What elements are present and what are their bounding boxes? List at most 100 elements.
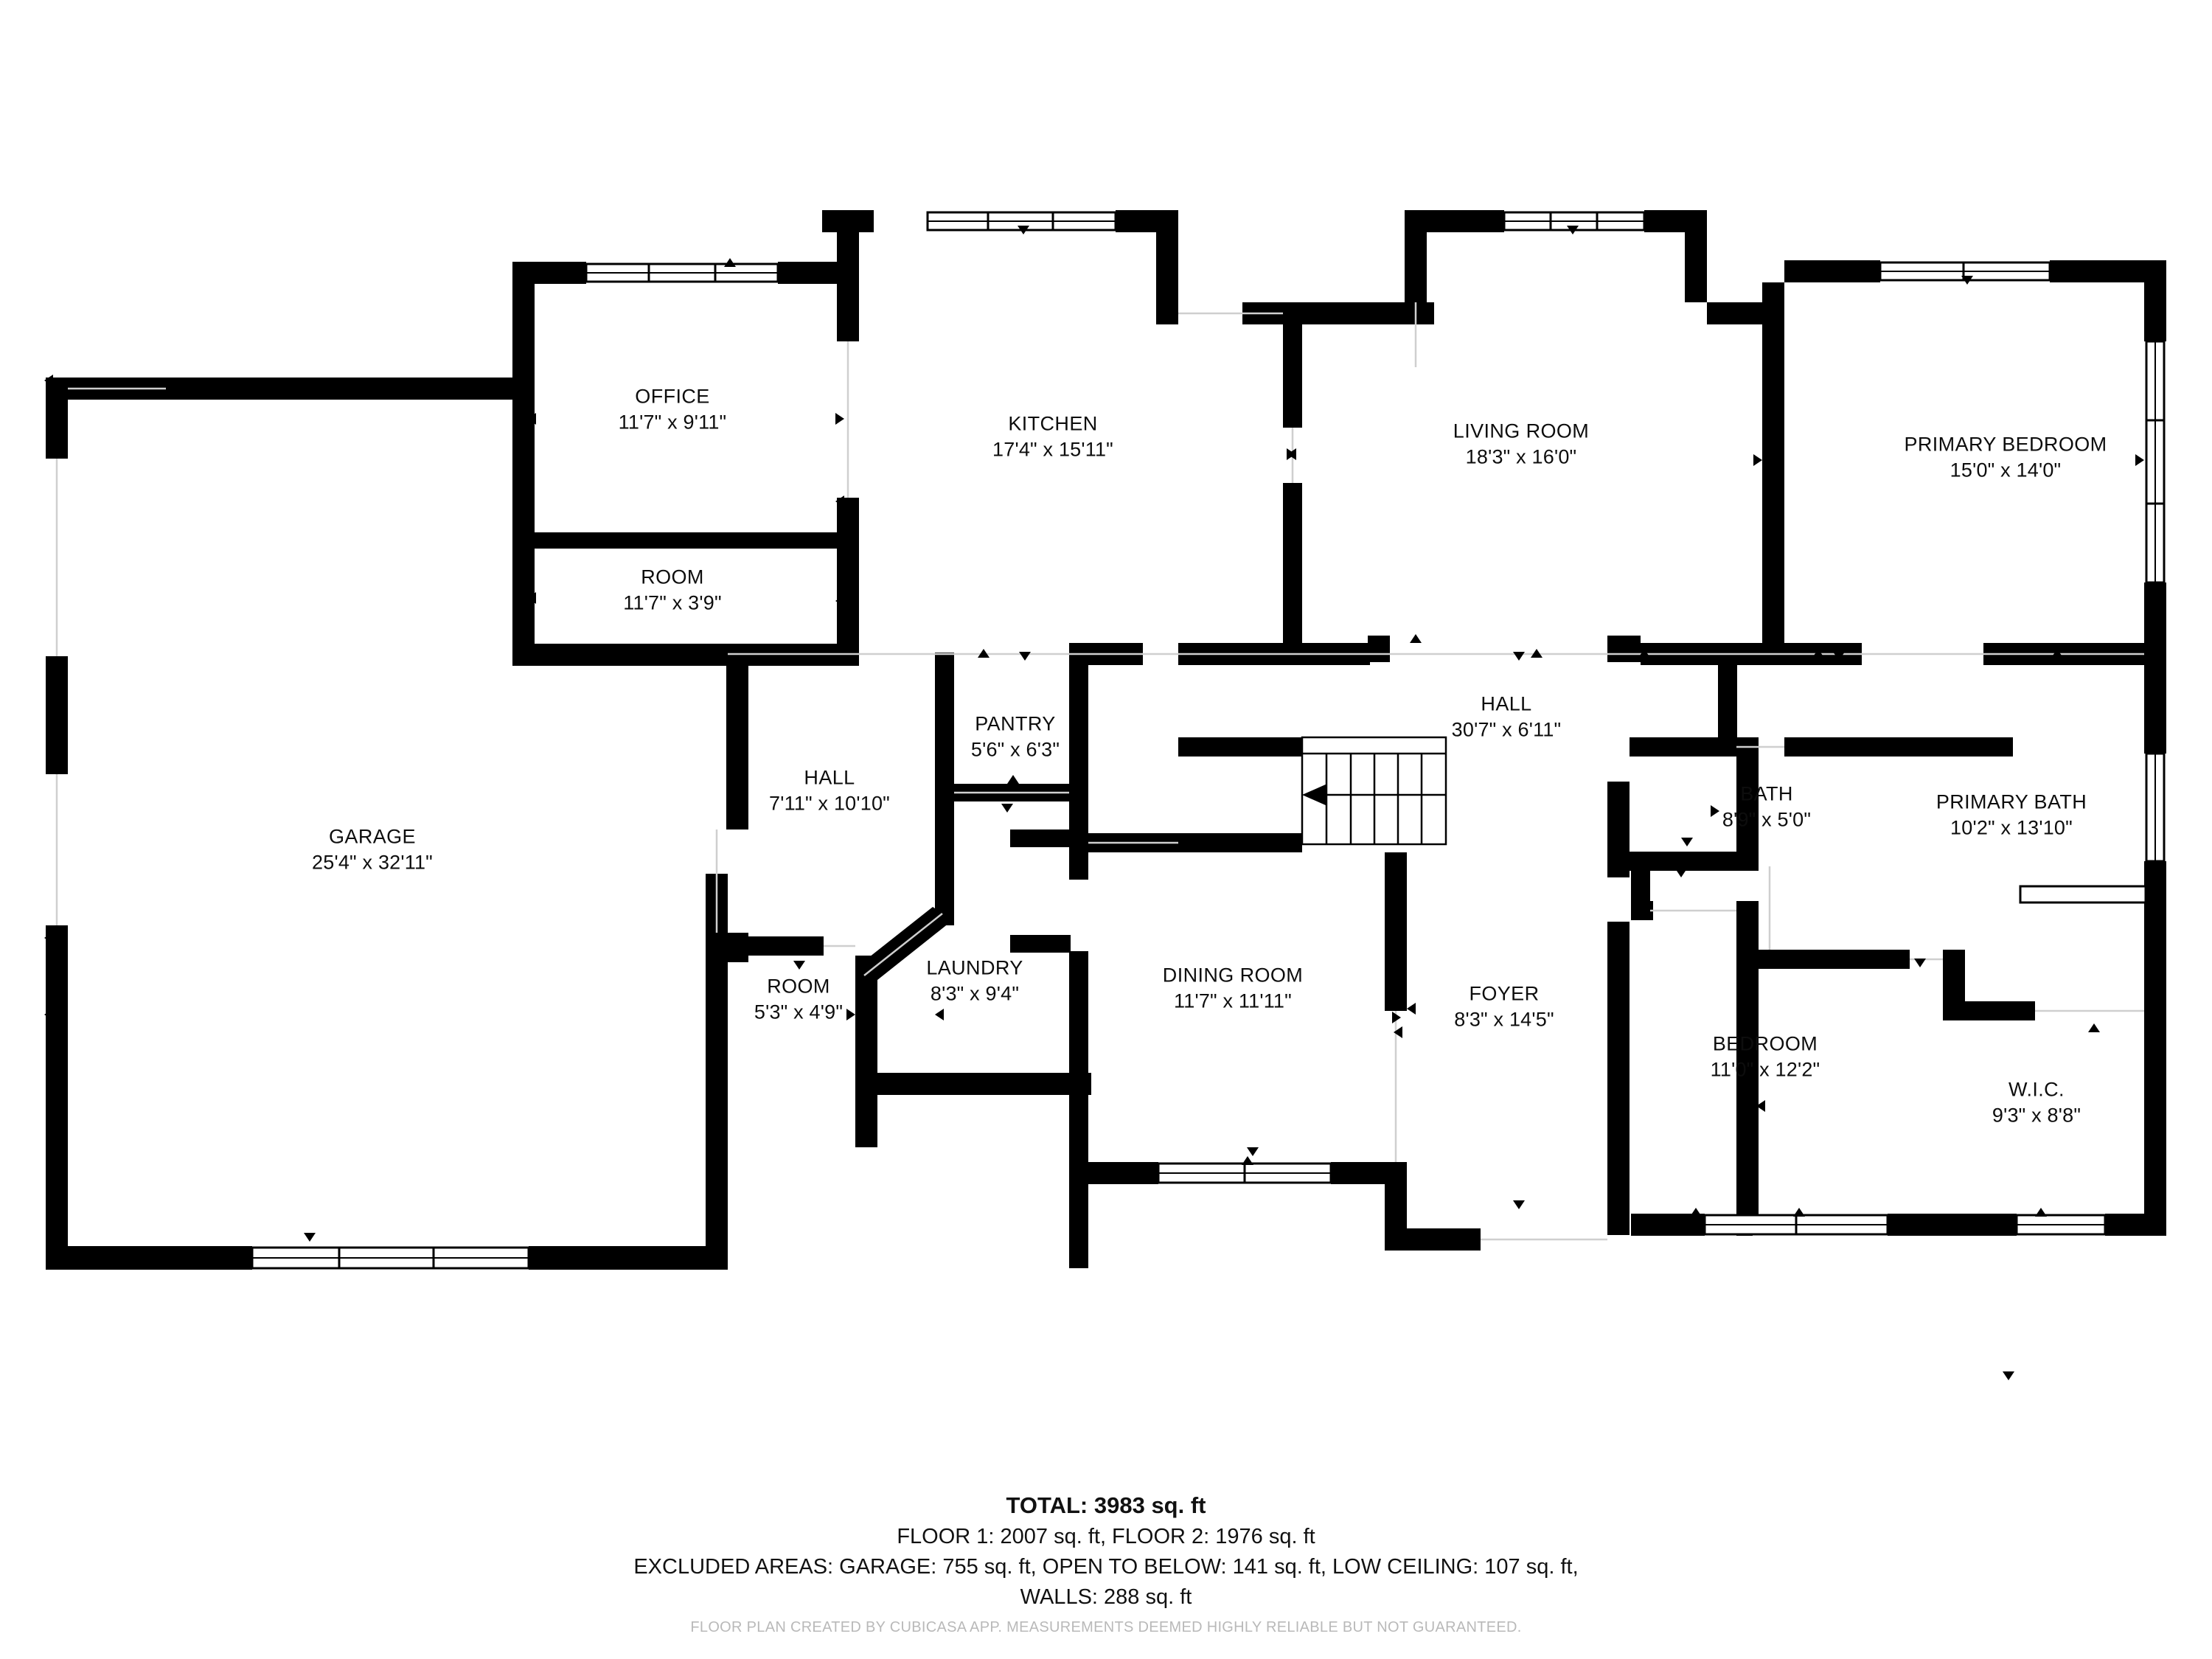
door-marker xyxy=(2051,649,2063,658)
window-kitchen-top xyxy=(926,211,1117,232)
wall-smallroom-right xyxy=(855,956,877,1147)
wall-pbath-top xyxy=(1873,737,2013,757)
door-marker xyxy=(1242,1156,1253,1165)
wall-pbed-left xyxy=(1762,282,1784,653)
door-marker xyxy=(945,769,954,781)
window-wic-bottom xyxy=(2015,1214,2107,1236)
door-marker xyxy=(1914,959,1926,967)
door-marker-group xyxy=(44,226,2144,1380)
wall-office-right xyxy=(837,262,859,341)
door-marker xyxy=(1619,1003,1628,1015)
door-marker xyxy=(1407,1003,1416,1015)
door-marker xyxy=(44,932,53,944)
fixture-pbath-counter xyxy=(2019,885,2147,904)
wall-pantry-left-lower xyxy=(935,800,954,925)
wall-office-top-left xyxy=(512,262,586,284)
wall-bath-top-left xyxy=(1630,737,1736,757)
wall-pbath-right-lower xyxy=(2144,861,2166,1020)
door-marker xyxy=(1812,649,1824,658)
wall-closet-bottom-right xyxy=(1736,901,1759,920)
total-area-line: TOTAL: 3983 sq. ft xyxy=(1006,1492,1206,1518)
window-office-top xyxy=(585,262,779,283)
wall-wic-bottom-left xyxy=(1958,1214,2017,1236)
wall-smallroom-left xyxy=(728,936,824,956)
door-marker xyxy=(1681,861,1693,870)
door-marker xyxy=(1007,775,1019,784)
wall-foyer-right-mid xyxy=(1607,922,1630,1235)
wall-living-right-vert xyxy=(1685,210,1707,302)
door-marker xyxy=(835,413,844,425)
wall-bedroom-bottom-left xyxy=(1631,1214,1705,1236)
door-marker xyxy=(846,1009,855,1020)
floor-breakdown-line: FLOOR 1: 2007 sq. ft, FLOOR 2: 1976 sq. … xyxy=(897,1525,1315,1549)
area-summary: TOTAL: 3983 sq. ft FLOOR 1: 2007 sq. ft,… xyxy=(0,1489,2212,1613)
wall-laundry-closet-bottom xyxy=(1010,935,1071,953)
door-marker xyxy=(1001,804,1013,813)
wall-office-room-divider xyxy=(512,532,859,549)
wall-bath-bottom xyxy=(1630,852,1759,871)
door-marker xyxy=(2003,1371,2014,1380)
door-marker xyxy=(1410,634,1422,643)
wall-column-stub-a xyxy=(1368,636,1390,662)
excluded-areas-line-2: WALLS: 288 sq. ft xyxy=(1020,1585,1192,1610)
door-marker xyxy=(1019,652,1031,661)
door-marker xyxy=(978,649,990,658)
door-marker xyxy=(728,765,737,777)
door-marker xyxy=(1513,652,1525,661)
disclaimer-text: FLOOR PLAN CREATED BY CUBICASA APP. MEAS… xyxy=(690,1619,1522,1635)
door-marker xyxy=(1793,1208,1805,1217)
door-marker xyxy=(793,942,805,951)
wall-garage-left-bottom xyxy=(46,925,68,1265)
door-marker xyxy=(1610,1054,1619,1066)
wall-kitchen-right-upper xyxy=(1156,210,1178,324)
wall-kitchen-column xyxy=(1283,324,1302,428)
door-marker xyxy=(1737,805,1746,817)
door-marker xyxy=(304,1233,316,1242)
wall-hall-stub-square xyxy=(1607,636,1630,662)
door-marker xyxy=(1567,226,1579,234)
door-marker xyxy=(1764,454,1773,466)
door-marker xyxy=(1071,726,1079,738)
door-marker xyxy=(1711,805,1719,817)
window-pbath-right xyxy=(2145,752,2166,863)
door-marker xyxy=(2035,1208,2047,1217)
wall-garage-bottom-right xyxy=(529,1246,728,1270)
wall-pbath-right-upper xyxy=(2144,665,2166,754)
wall-garage-right xyxy=(706,874,728,1270)
wall-wic-right xyxy=(2144,1020,2166,1236)
door-marker xyxy=(1247,1147,1259,1156)
door-marker xyxy=(2135,454,2144,466)
door-marker xyxy=(1961,276,1973,285)
door-marker xyxy=(1737,1056,1746,1068)
wall-bedroom-bottom-right xyxy=(1888,1214,1958,1236)
window-bedroom-bottom xyxy=(1703,1214,1889,1236)
wall-foyer-right-upper xyxy=(1607,782,1630,877)
door-marker xyxy=(302,385,314,394)
wall-bath-left-vert xyxy=(1718,653,1737,740)
wall-pbed-right-upper xyxy=(2144,260,2166,341)
wall-wic-bottom-right xyxy=(2105,1214,2166,1236)
wall-laundry-closet-top xyxy=(1010,830,1071,847)
window-garage-bottom xyxy=(251,1246,530,1270)
window-dining-bottom xyxy=(1157,1162,1332,1184)
wall-laundry-right xyxy=(1069,784,1088,880)
door-marker xyxy=(1753,454,1762,466)
window-living-top xyxy=(1503,211,1646,232)
wall-kitchen-column-lower xyxy=(1283,483,1302,653)
wall-office-left xyxy=(512,262,535,660)
wall-hall-left xyxy=(726,653,748,830)
door-marker xyxy=(724,258,736,267)
door-marker xyxy=(1531,649,1543,658)
wall-pantry-right xyxy=(1069,653,1088,793)
door-marker xyxy=(1513,1200,1525,1209)
door-marker xyxy=(1833,652,1845,661)
window-pbedroom-right xyxy=(2145,340,2166,584)
door-marker xyxy=(1675,869,1687,877)
door-marker xyxy=(1394,1026,1402,1038)
wall-dining-bottom-left xyxy=(1088,1162,1158,1184)
wall-bath-top-right xyxy=(1784,737,1873,757)
staircase xyxy=(1301,736,1447,846)
wall-garage-left-lower xyxy=(46,656,68,774)
door-marker xyxy=(527,413,536,425)
